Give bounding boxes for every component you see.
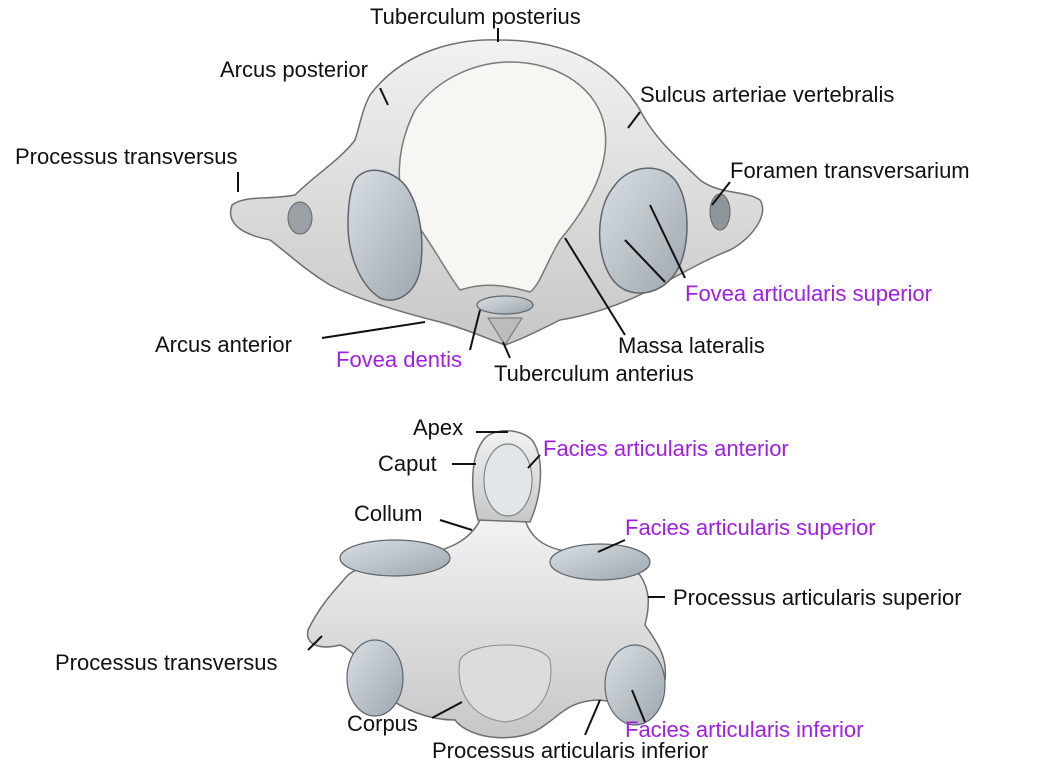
leader-fovea-articularis-superior-1 <box>649 204 686 279</box>
label-fovea-articularis-superior: Fovea articularis superior <box>685 281 932 306</box>
atlas-left-foramen-transversarium <box>287 201 313 235</box>
label-facies-articularis-superior: Facies articularis superior <box>625 515 876 540</box>
atlas-right-fovea <box>598 167 688 294</box>
leader-processus-transversus-axis <box>307 635 323 651</box>
axis-right-superior-facet <box>549 543 651 581</box>
axis-left-inferior-facet <box>346 639 404 717</box>
leader-facies-articularis-anterior <box>527 454 541 469</box>
atlas-left-fovea <box>347 169 423 301</box>
leader-fovea-articularis-superior-2 <box>624 239 666 283</box>
label-facies-articularis-inferior: Facies articularis inferior <box>625 717 864 742</box>
label-collum: Collum <box>354 501 423 526</box>
leader-fovea-dentis <box>469 309 481 351</box>
atlas-right-foramen-transversarium <box>709 193 731 231</box>
label-processus-articularis-superior: Processus articularis superior <box>673 585 962 610</box>
label-foramen-transversarium: Foramen transversarium <box>730 158 970 183</box>
label-massa-lateralis: Massa lateralis <box>618 333 765 358</box>
label-apex: Apex <box>413 415 464 440</box>
label-corpus: Corpus <box>347 711 418 736</box>
axis-anterior-facet <box>483 443 533 517</box>
label-arcus-anterior: Arcus anterior <box>155 332 292 357</box>
leader-collum <box>439 519 473 531</box>
leader-lines <box>237 28 731 736</box>
label-processus-articularis-inferior: Processus articularis inferior <box>432 738 709 763</box>
atlas-illustration <box>229 39 764 346</box>
leader-facies-articularis-superior <box>597 539 626 553</box>
leader-processus-articularis-inferior <box>584 699 601 736</box>
leader-massa-lateralis <box>564 237 626 336</box>
axis-illustration <box>306 430 667 739</box>
label-processus-transversus-atlas: Processus transversus <box>15 144 238 169</box>
leader-arcus-posterior <box>379 87 389 106</box>
label-tuberculum-anterius: Tuberculum anterius <box>494 361 694 386</box>
label-fovea-dentis: Fovea dentis <box>336 347 462 372</box>
label-arcus-posterior: Arcus posterior <box>220 57 368 82</box>
label-processus-transversus-axis: Processus transversus <box>55 650 278 675</box>
axis-left-superior-facet <box>339 539 451 577</box>
axis-right-inferior-facet <box>604 644 666 726</box>
leader-tuberculum-anterius <box>502 341 511 359</box>
leader-corpus <box>431 701 463 719</box>
leader-sulcus <box>627 111 641 129</box>
label-sulcus-arteriae-vertebralis: Sulcus arteriae vertebralis <box>640 82 895 107</box>
atlas-fovea-dentis <box>476 295 534 315</box>
atlas-anterior-tubercle <box>487 317 523 346</box>
axis-corpus <box>458 644 552 723</box>
label-caput: Caput <box>378 451 437 476</box>
leader-facies-articularis-inferior <box>631 689 646 723</box>
label-tuberculum-posterius: Tuberculum posterius <box>370 4 581 29</box>
leader-foramen-transversarium <box>711 181 731 206</box>
leader-arcus-anterior <box>321 321 426 339</box>
label-facies-articularis-anterior: Facies articularis anterior <box>543 436 789 461</box>
